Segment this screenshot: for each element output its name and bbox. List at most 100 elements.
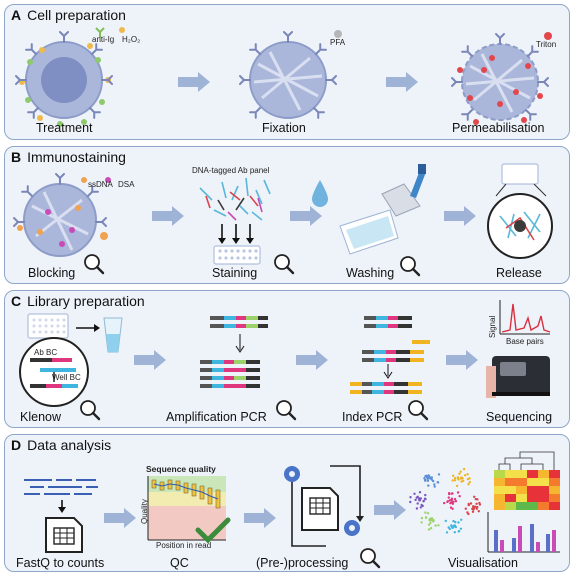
step-label-sequencing: Sequencing [486, 410, 553, 424]
scatter-point [418, 499, 422, 502]
scatter-point [451, 479, 454, 482]
scatter-point [473, 495, 476, 498]
scatter-point [456, 476, 460, 479]
scatter-point [454, 520, 457, 524]
scatter-point [409, 496, 412, 499]
heatmap-cell [494, 478, 505, 486]
scatter-point [427, 523, 431, 526]
read-segment [362, 358, 374, 362]
scatter-point [476, 505, 479, 509]
scatter-point [453, 531, 456, 534]
well-bc-label: Well BC [52, 373, 81, 382]
scatter-point [423, 497, 427, 500]
scatter-point [462, 479, 465, 482]
scatter-point [426, 477, 429, 480]
heatmap-cell [516, 478, 527, 486]
scatter-point [437, 524, 440, 527]
read-segment [372, 390, 384, 394]
scatter-point [447, 526, 450, 529]
read-segment [246, 324, 258, 328]
read-segment [384, 382, 394, 386]
read-segment [350, 382, 362, 386]
read-segment [234, 384, 246, 388]
scatter-point [468, 480, 471, 484]
read-segment [200, 360, 212, 364]
read-segment [258, 324, 268, 328]
read-segment [224, 324, 236, 328]
scatter-point [451, 526, 454, 530]
scatter-point [432, 479, 435, 483]
umap-scatter [409, 467, 482, 534]
step-label-washing: Washing [346, 266, 395, 280]
qc-title: Sequence quality [146, 464, 216, 474]
read-segment [236, 324, 246, 328]
read-segment [212, 360, 224, 364]
signal-plot [499, 300, 551, 335]
scatter-point [464, 507, 467, 510]
scatter-point [467, 503, 470, 507]
scatter-point [424, 516, 428, 519]
read-segment [350, 390, 362, 394]
read-segment [372, 382, 384, 386]
scatter-point [416, 502, 419, 505]
index-reads [350, 316, 430, 394]
read-segment [246, 376, 260, 380]
qc-y-label: Quality [140, 499, 149, 524]
heatmap-cell [516, 486, 527, 494]
read-segment [246, 316, 258, 320]
scatter-point [420, 521, 423, 524]
read-segment [210, 324, 224, 328]
scatter-point [429, 521, 432, 525]
read-segment [234, 360, 246, 364]
read-segment [364, 324, 376, 328]
triton-label: Triton [536, 40, 557, 49]
read-segment [246, 368, 260, 372]
heatmap-cell [516, 470, 527, 478]
heatmap-cell [549, 470, 560, 478]
scatter-point [424, 493, 427, 497]
magnifier-icon [275, 399, 297, 421]
read-segment [200, 384, 212, 388]
scatter-point [458, 495, 461, 498]
read-segment [386, 350, 396, 354]
scatter-point [414, 498, 417, 502]
scatter-point [447, 492, 451, 495]
read-segment [374, 350, 386, 354]
scatter-point [426, 512, 430, 515]
heatmap-cell [505, 470, 516, 478]
droplet-icon [312, 180, 328, 207]
read-segment [234, 376, 246, 380]
scatter-point [436, 481, 440, 484]
spreadsheet-icon [45, 517, 83, 553]
bar-mini-chart [487, 512, 560, 553]
scatter-point [445, 531, 449, 534]
panel-title: Library preparation [27, 293, 145, 309]
scatter-point [457, 530, 460, 533]
step-label-treatment: Treatment [36, 121, 93, 135]
scatter-point [472, 507, 476, 510]
scatter-point [429, 527, 433, 530]
scatter-point [433, 483, 436, 486]
arrow-icon [152, 206, 184, 226]
scatter-point [430, 476, 433, 479]
read-segment [410, 350, 424, 354]
read-segment [210, 316, 224, 320]
scatter-point [432, 520, 435, 523]
step-label-fixation: Fixation [262, 121, 306, 135]
scatter-point [466, 473, 469, 476]
check-icon [195, 517, 231, 544]
amplification-reads [200, 316, 268, 388]
scatter-point [455, 484, 459, 488]
magnifier-icon [359, 547, 381, 569]
read-segment [396, 350, 410, 354]
scatter-point [424, 479, 427, 482]
anti-ig-label: anti-Ig [92, 35, 115, 44]
heatmap-cell [516, 502, 527, 510]
arrow-icon [290, 206, 322, 226]
read-segment [258, 316, 268, 320]
heatmap-cell [549, 478, 560, 486]
scatter-point [471, 510, 475, 513]
step-label-preprocessing: (Pre-)processing [256, 556, 349, 570]
